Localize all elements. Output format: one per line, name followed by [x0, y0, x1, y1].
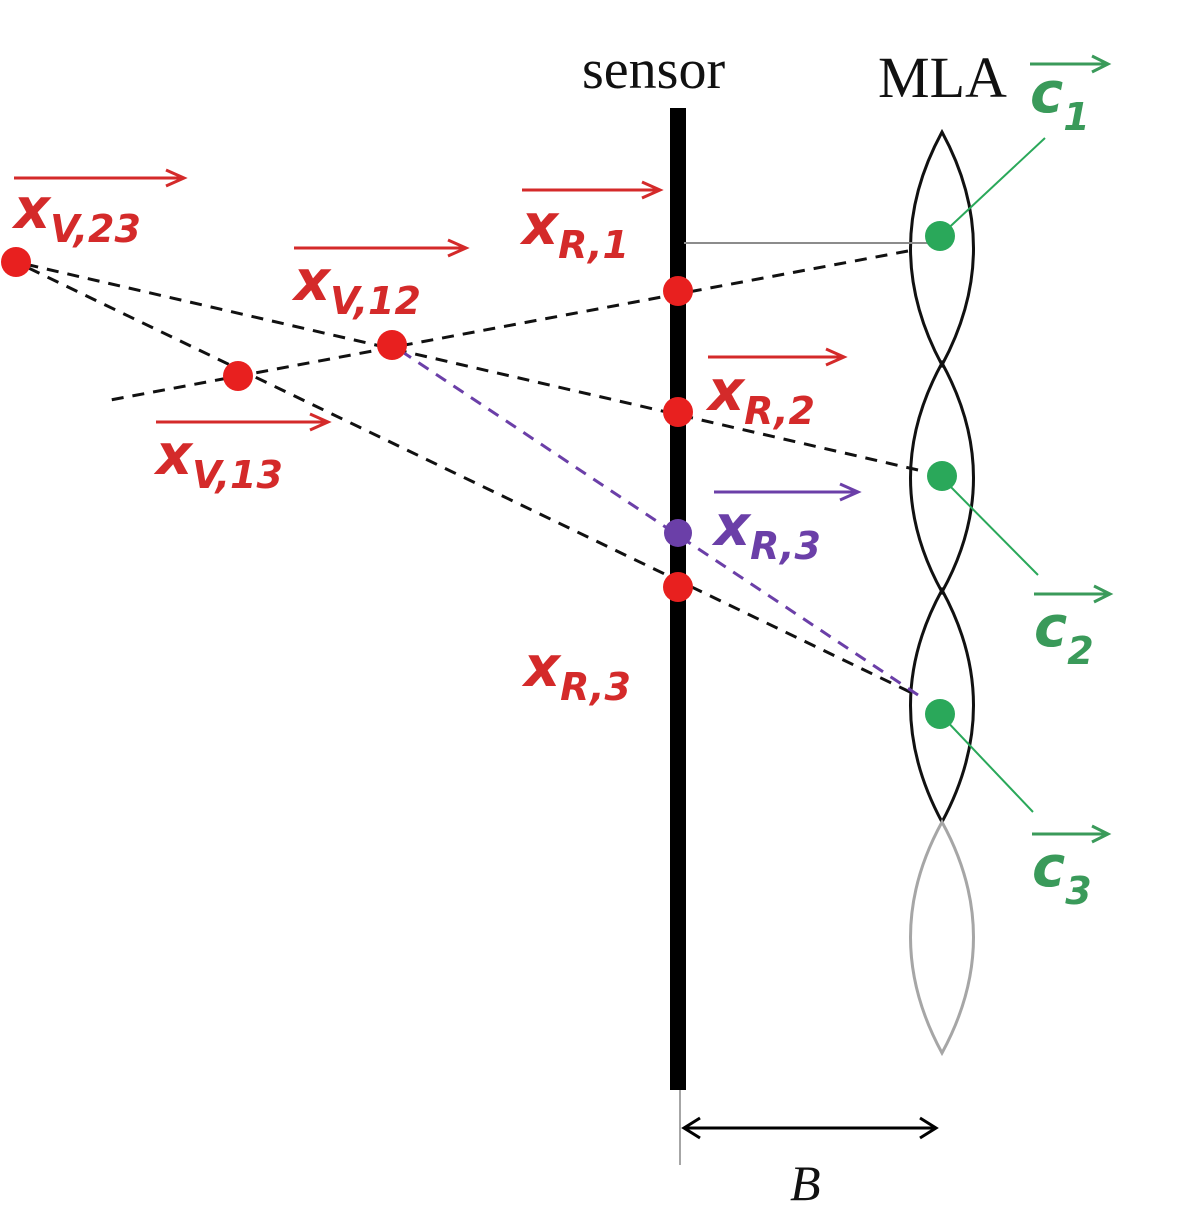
- label-xR3-virtual: xR,3: [711, 482, 862, 568]
- mla-label: MLA: [878, 45, 1007, 110]
- label-xR1: xR,1: [519, 180, 664, 267]
- point-xR2: [663, 397, 693, 427]
- point-xV12: [377, 330, 407, 360]
- svg-text:xR,3: xR,3: [711, 494, 821, 568]
- svg-text:xV,23: xV,23: [11, 177, 141, 251]
- point-xR1: [663, 276, 693, 306]
- point-xR3: [663, 572, 693, 602]
- label-xV12: xV,12: [291, 238, 470, 323]
- ray-c3-through-xV12: [391, 343, 919, 697]
- svg-text:xV,13: xV,13: [153, 423, 283, 497]
- c1-leader: [939, 137, 1046, 237]
- lens-center-c1: [925, 221, 955, 251]
- label-c3: c3: [1032, 824, 1112, 913]
- svg-text:xV,12: xV,12: [291, 249, 421, 323]
- svg-text:c3: c3: [1032, 835, 1092, 913]
- svg-text:xR,1: xR,1: [519, 193, 629, 267]
- point-xR3-virtual: [664, 519, 692, 547]
- point-xV23: [1, 247, 31, 277]
- lens-center-c2: [927, 461, 957, 491]
- point-xV13: [223, 361, 253, 391]
- label-xV13: xV,13: [153, 412, 332, 497]
- svg-text:c2: c2: [1034, 595, 1094, 673]
- baseline-label: B: [790, 1155, 821, 1211]
- baseline-arrow: [681, 1116, 939, 1140]
- label-xR2: xR,2: [705, 347, 848, 433]
- label-xV23: xV,23: [11, 168, 188, 251]
- c3-leader: [939, 713, 1034, 813]
- ray-c3-through-xR3: [15, 260, 911, 694]
- sensor-label: sensor: [582, 39, 725, 101]
- svg-text:xR,3: xR,3: [521, 635, 631, 709]
- label-xR3: xR,3: [521, 635, 631, 709]
- svg-text:c1: c1: [1030, 61, 1090, 139]
- c2-leader: [939, 475, 1039, 576]
- ray-c2-through-xR2: [15, 260, 919, 472]
- label-c1: c1: [1030, 54, 1112, 139]
- svg-text:xR,2: xR,2: [705, 359, 815, 433]
- label-c2: c2: [1034, 584, 1114, 673]
- lens-center-c3: [925, 699, 955, 729]
- micro-lens-4-faded: [909, 818, 975, 1057]
